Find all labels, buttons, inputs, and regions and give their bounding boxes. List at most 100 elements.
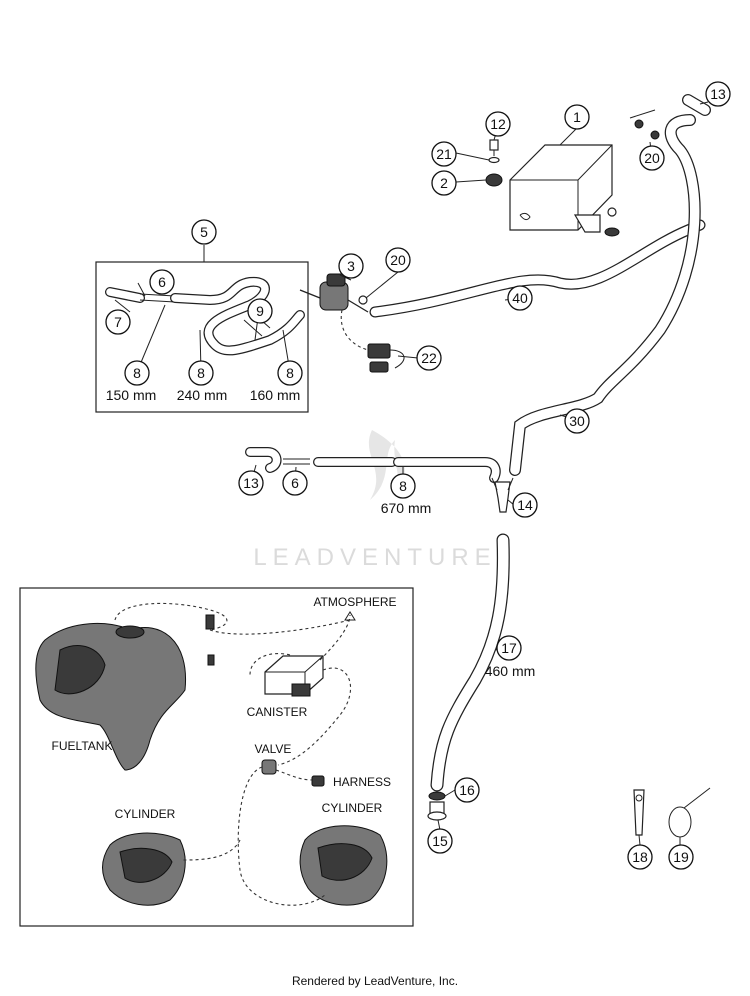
- schematic-valve: [261, 759, 325, 787]
- svg-text:7: 7: [114, 314, 122, 330]
- svg-text:13: 13: [243, 475, 259, 491]
- label-cylinder-right: CYLINDER: [322, 801, 383, 815]
- svg-text:9: 9: [256, 303, 264, 319]
- callout-13-mid: 13: [238, 470, 264, 496]
- svg-text:6: 6: [158, 274, 166, 290]
- label-harness: HARNESS: [333, 775, 391, 789]
- svg-text:19: 19: [673, 849, 689, 865]
- canister-part: [509, 144, 620, 237]
- callout-8-mid: 8: [390, 473, 416, 499]
- svg-text:5: 5: [200, 224, 208, 240]
- callout-9: 9: [247, 298, 273, 324]
- svg-text:12: 12: [490, 116, 506, 132]
- callout-18: 18: [627, 844, 653, 870]
- label-atmosphere: ATMOSPHERE: [313, 595, 396, 609]
- label-cylinder-left: CYLINDER: [115, 807, 176, 821]
- callout-14: 14: [512, 492, 538, 518]
- schematic-lines: [114, 602, 356, 906]
- svg-text:16: 16: [459, 782, 475, 798]
- svg-text:6: 6: [291, 475, 299, 491]
- callout-6-top: 6: [149, 269, 175, 295]
- grommet-2: [485, 173, 503, 187]
- hose-30: [509, 114, 701, 476]
- svg-text:8: 8: [286, 365, 294, 381]
- svg-text:15: 15: [432, 833, 448, 849]
- svg-text:20: 20: [644, 150, 660, 166]
- callout-21: 21: [431, 141, 457, 167]
- svg-text:1: 1: [573, 109, 581, 125]
- clamp-20-right: [650, 130, 660, 140]
- callout-8-a: 8: [124, 360, 150, 386]
- svg-text:22: 22: [421, 350, 437, 366]
- y-connector-14: [491, 477, 514, 513]
- cable-tie-19: [668, 787, 711, 838]
- callout-12: 12: [485, 111, 511, 137]
- callout-22: 22: [416, 345, 442, 371]
- callout-3: 3: [338, 253, 364, 279]
- footer-credit: Rendered by LeadVenture, Inc.: [291, 974, 459, 988]
- callout-17: 17: [496, 635, 522, 661]
- hose-13-upper: [682, 94, 711, 116]
- length-150: 150 mm: [106, 387, 157, 403]
- schematic-cylinder-left: [102, 832, 186, 906]
- leader-lines: [114, 101, 709, 846]
- callout-16: 16: [454, 777, 480, 803]
- clamp-upper-left: [634, 119, 644, 129]
- hose-17: [430, 533, 510, 792]
- label-canister: CANISTER: [247, 705, 308, 719]
- callout-7: 7: [105, 309, 131, 335]
- clip-18: [633, 789, 645, 836]
- length-240: 240 mm: [177, 387, 228, 403]
- schematic-canister: [264, 655, 324, 697]
- svg-text:3: 3: [347, 258, 355, 274]
- svg-text:30: 30: [569, 413, 585, 429]
- valve-wire: [340, 309, 369, 351]
- length-160: 160 mm: [250, 387, 301, 403]
- callout-8-c: 8: [277, 360, 303, 386]
- schematic-cylinder-right: [299, 825, 388, 906]
- svg-text:2: 2: [440, 175, 448, 191]
- svg-text:21: 21: [436, 146, 452, 162]
- label-valve: VALVE: [255, 742, 292, 756]
- callout-13-top: 13: [705, 81, 731, 107]
- clamp-20-upper: [358, 295, 368, 305]
- watermark: LEADVENTURE: [253, 430, 496, 571]
- callout-20-left: 20: [385, 247, 411, 273]
- svg-text:8: 8: [399, 478, 407, 494]
- callout-2: 2: [431, 170, 457, 196]
- svg-text:17: 17: [501, 640, 517, 656]
- callout-19: 19: [668, 844, 694, 870]
- callout-6-mid: 6: [282, 470, 308, 496]
- schematic-fueltank: [35, 622, 187, 771]
- callout-8-b: 8: [188, 360, 214, 386]
- label-fueltank: FUELTANK: [52, 739, 113, 753]
- svg-text:40: 40: [512, 290, 528, 306]
- svg-text:14: 14: [517, 497, 533, 513]
- hose-assembly-670: [245, 447, 501, 483]
- schematic-box: [19, 587, 414, 927]
- watermark-text: LEADVENTURE: [253, 544, 496, 571]
- svg-text:8: 8: [197, 365, 205, 381]
- svg-text:8: 8: [133, 365, 141, 381]
- part-16: [428, 791, 446, 801]
- washer-21: [488, 156, 500, 164]
- callout-40: 40: [507, 285, 533, 311]
- hose-set-5-box: [95, 261, 309, 413]
- svg-text:20: 20: [390, 252, 406, 268]
- callout-1: 1: [564, 104, 590, 130]
- purge-valve-part: [299, 273, 369, 313]
- hose-40: [369, 219, 706, 318]
- length-460: 460 mm: [485, 663, 536, 679]
- svg-text:13: 13: [710, 86, 726, 102]
- screw-12: [489, 139, 499, 156]
- callout-5: 5: [191, 219, 217, 245]
- length-670: 670 mm: [381, 500, 432, 516]
- connector-22: [367, 343, 405, 373]
- callout-30: 30: [564, 408, 590, 434]
- hose-set-5: [105, 276, 305, 356]
- svg-text:18: 18: [632, 849, 648, 865]
- part-15: [427, 801, 447, 821]
- callout-20-right: 20: [639, 145, 665, 171]
- callout-15: 15: [427, 828, 453, 854]
